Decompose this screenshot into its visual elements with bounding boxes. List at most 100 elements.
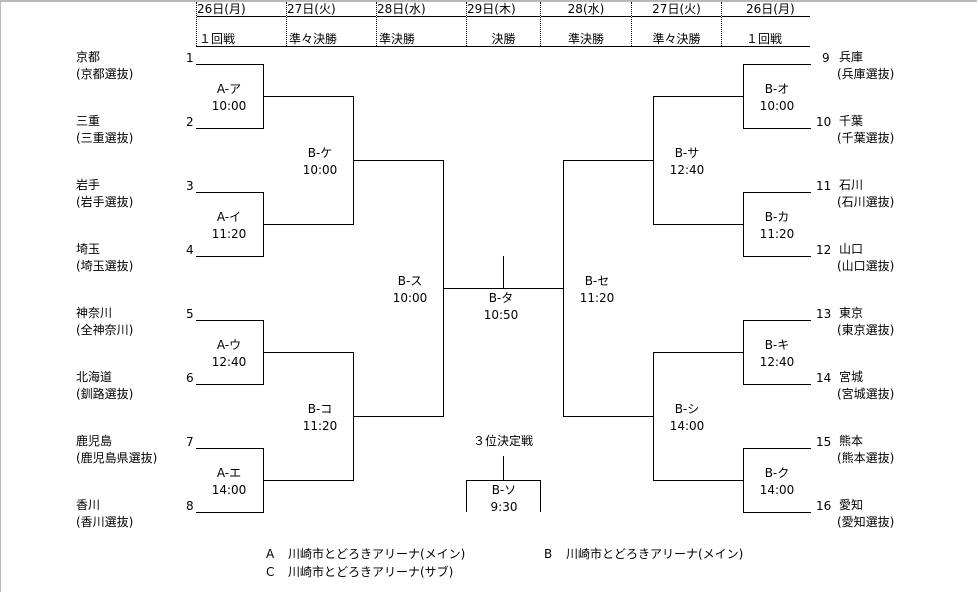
header-col-2: 27日(火) 準々決勝 [286, 2, 376, 46]
team-squad: (三重選抜) [76, 131, 134, 145]
team-name: 神奈川 [76, 306, 113, 320]
team-squad: (釧路選抜) [76, 387, 134, 401]
bracket-line [563, 160, 654, 161]
match-time: 10:00 [302, 163, 338, 177]
header-date: 26日(月) [722, 2, 810, 17]
bracket-line [653, 96, 744, 97]
match-time: 10:00 [211, 99, 247, 113]
match-code: A-ウ [216, 338, 242, 352]
third-place-label: ３位決定戦 [472, 434, 533, 448]
header-round: 準々決勝 [289, 32, 338, 46]
bracket-line [653, 96, 654, 225]
team-name: 兵庫 [839, 50, 864, 64]
bracket-line [563, 160, 564, 417]
header-round: １回戦 [199, 32, 236, 46]
seed-number: 2 [186, 115, 194, 129]
header-date: 29日(木) [467, 2, 540, 17]
team-squad: (鹿児島県選抜) [76, 451, 158, 465]
match-code: B-サ [674, 146, 700, 160]
team-squad: (愛知選抜) [837, 515, 895, 529]
bracket-line [653, 352, 744, 353]
seed-number: 11 [816, 179, 832, 193]
team-entry: 宮城 (宮城選抜) [837, 369, 894, 403]
bracket-line [466, 480, 541, 481]
bracket-line [196, 448, 264, 449]
header-col-6: 27日(火) 準々決勝 [631, 2, 721, 46]
team-entry: 山口(山口選抜) [837, 241, 894, 275]
match-code: B-カ [764, 210, 790, 224]
bracket-line [743, 256, 811, 257]
match-time: 10:50 [483, 308, 519, 322]
header-col-7: 26日(月) １回戦 [721, 2, 810, 46]
team-name: 熊本 [839, 434, 864, 448]
bracket-line [353, 160, 444, 161]
bracket-line [503, 256, 504, 289]
bracket-line [196, 512, 264, 513]
team-entry: 三重(三重選抜) [76, 113, 133, 147]
bracket-line [743, 448, 811, 449]
team-name: 山口 [839, 242, 864, 256]
team-entry: 愛知(愛知選抜) [837, 497, 894, 531]
header-divider [196, 46, 810, 47]
header-col-3: 28日(水) 準決勝 [376, 2, 466, 46]
bracket-line [466, 480, 467, 512]
team-name: 鹿児島 [76, 434, 113, 448]
bracket-line [196, 64, 264, 65]
seed-number: 14 [816, 371, 832, 385]
match-code: B-ク [764, 466, 790, 480]
bracket-line [196, 128, 264, 129]
match-time: 12:40 [669, 163, 705, 177]
team-name: 北海道 [76, 370, 113, 384]
header-date: 26日(月) [197, 2, 286, 17]
seed-number: 1 [186, 51, 194, 65]
team-name: 宮城 [839, 370, 864, 384]
legend-key: C [266, 565, 275, 579]
header-date: 28日(水) [377, 2, 466, 17]
header-col-5: 28(水) 準決勝 [540, 2, 631, 46]
header-col-4: 29日(木) 決勝 [466, 2, 540, 46]
bracket-line [743, 384, 811, 385]
match-time: 9:30 [490, 500, 518, 514]
team-squad: (兵庫選抜) [837, 67, 895, 81]
match-time: 10:00 [759, 99, 795, 113]
team-squad: (京都選抜) [76, 67, 134, 81]
match-time: 12:40 [759, 355, 795, 369]
bracket-line [196, 256, 264, 257]
bracket-line [743, 320, 811, 321]
bracket-line [263, 96, 354, 97]
header-round: １回戦 [746, 32, 783, 46]
header-round: 決勝 [491, 32, 516, 46]
seed-number: 5 [186, 307, 194, 321]
bracket-line [743, 64, 811, 65]
legend-key: A [266, 547, 275, 561]
bracket-line [263, 480, 354, 481]
team-name: 京都 [76, 50, 101, 64]
team-squad: (宮城選抜) [837, 387, 895, 401]
bracket-line [196, 320, 264, 321]
team-name: 東京 [839, 306, 864, 320]
header-date: 27日(火) [287, 2, 376, 17]
match-code: B-シ [674, 402, 700, 416]
bracket-line [196, 384, 264, 385]
match-time: 10:00 [392, 291, 428, 305]
match-time: 11:20 [211, 227, 247, 241]
team-entry: 神奈川 (全神奈川) [76, 305, 133, 339]
team-entry: 香川(香川選抜) [76, 497, 133, 531]
seed-number: 7 [186, 435, 194, 449]
bracket-line [353, 416, 444, 417]
header-date: 28(水) [541, 2, 631, 17]
team-squad: (全神奈川) [76, 323, 134, 337]
seed-number: 12 [816, 243, 832, 257]
match-code: A-エ [216, 466, 242, 480]
match-time: 11:20 [579, 291, 615, 305]
bracket-line [540, 480, 541, 512]
seed-number: 3 [186, 179, 194, 193]
team-entry: 石川(石川選抜) [837, 177, 894, 211]
seed-number: 15 [816, 435, 832, 449]
bracket-line [196, 192, 264, 193]
